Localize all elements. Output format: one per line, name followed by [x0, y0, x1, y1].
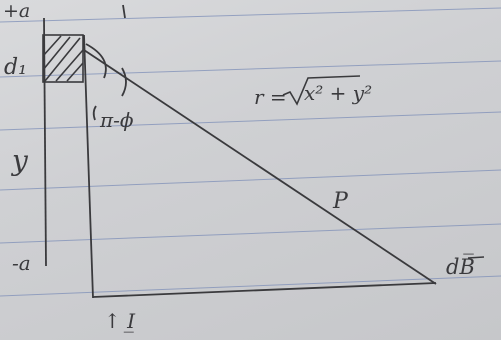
square-root-sign: [282, 75, 361, 106]
ruled-line: [0, 169, 501, 191]
current-label: ↑ I̲: [104, 309, 136, 333]
vector-overbar: [467, 256, 485, 259]
point-p-label: P: [332, 189, 349, 214]
plus-a-label: +a: [3, 0, 30, 22]
angle-label: π-ϕ: [99, 108, 134, 132]
r-prefix-label: r =: [254, 85, 287, 109]
ruled-line: [0, 60, 501, 78]
charge-axis-line: [43, 17, 47, 267]
ruled-line: [0, 7, 501, 23]
db-label: dB̅: [446, 254, 475, 279]
base-line: [92, 282, 437, 298]
angle-arc-2: [121, 67, 127, 97]
hatched-element: [42, 34, 84, 83]
ruled-line: [0, 223, 501, 244]
d1-label: d₁: [4, 55, 27, 80]
angle-arc: [85, 43, 107, 79]
ruled-line: [0, 275, 501, 297]
angle-pointer: [92, 105, 97, 121]
wire-lines: [43, 4, 437, 299]
ruled-line: [0, 111, 501, 131]
ruled-lines: [0, 7, 501, 297]
y-label: y: [10, 144, 29, 177]
minus-a-label: -a: [12, 251, 31, 275]
r-radicand-label: x² + y²: [304, 81, 372, 105]
stray-mark: [122, 4, 126, 19]
current-wire-line: [83, 34, 94, 299]
hypotenuse-line: [83, 49, 437, 285]
